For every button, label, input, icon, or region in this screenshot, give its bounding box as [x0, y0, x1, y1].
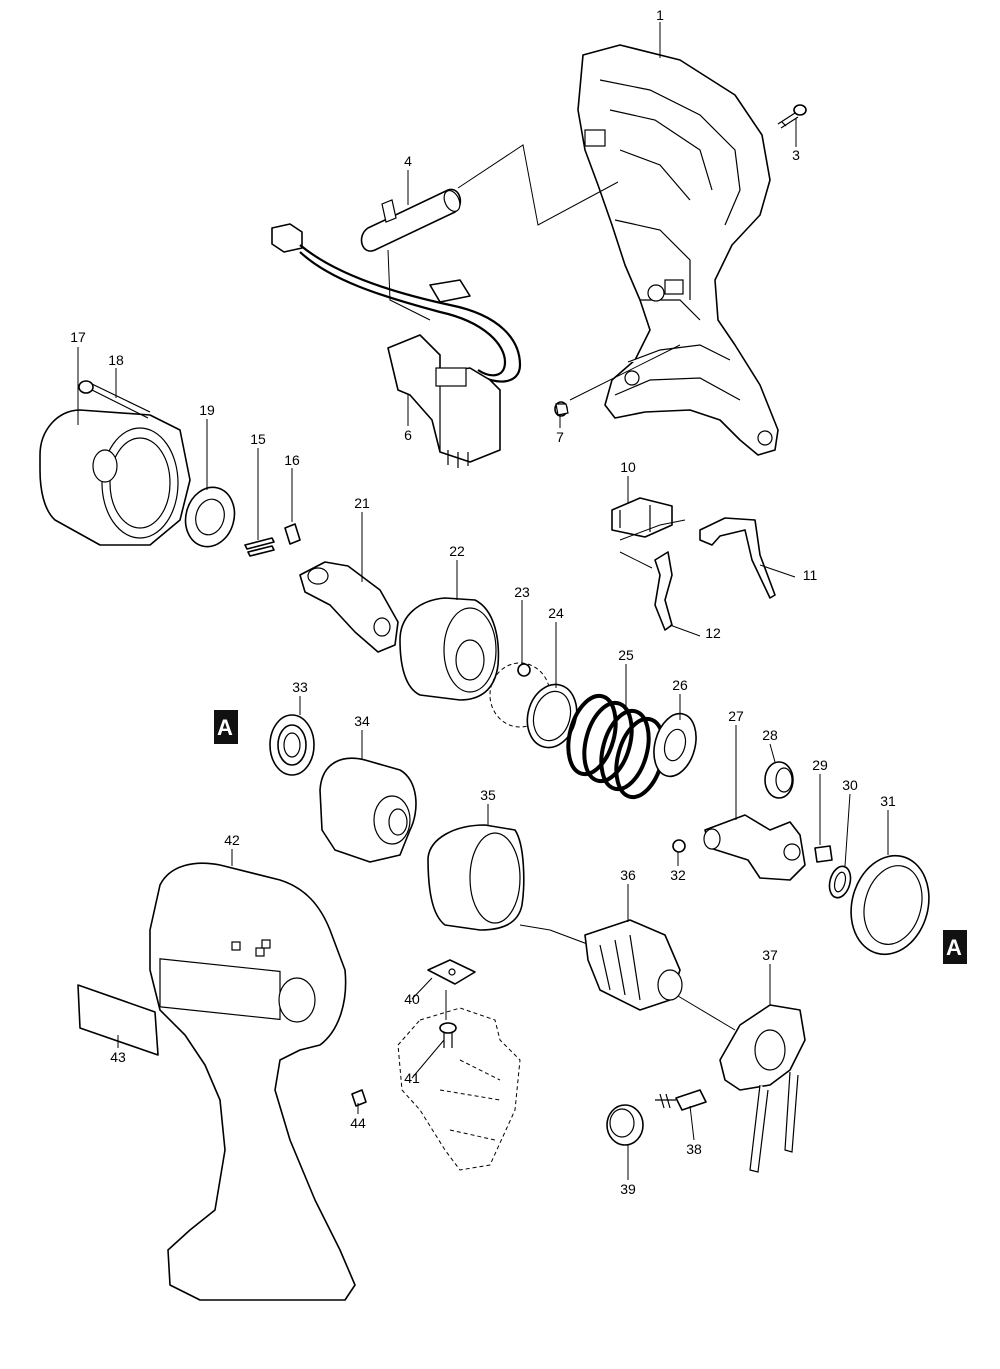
part-7-pin: [554, 401, 569, 417]
svg-text:A: A: [217, 715, 233, 740]
part-number-label: 4: [404, 153, 412, 169]
part-number-label: 26: [672, 677, 688, 693]
part-30-ring: [828, 865, 852, 899]
part-number-label: 37: [762, 947, 778, 963]
part-number-label: 42: [224, 832, 240, 848]
part-number-label: 28: [762, 727, 778, 743]
leader-line-12: [669, 624, 701, 637]
part-number-label: 17: [70, 329, 86, 345]
part-27-spindle-gear: [703, 814, 806, 881]
leader-line-28: [769, 743, 776, 763]
part-1-housing-half: [577, 44, 779, 456]
part-number-label: 15: [250, 431, 266, 447]
part-34-gear-housing: [319, 757, 417, 863]
part-21-spindle: [299, 561, 399, 653]
part-22-hammer: [399, 597, 500, 701]
part-number-label: 1: [656, 7, 664, 23]
part-16-steel-ball: [284, 523, 301, 545]
part-11-bracket: [699, 517, 776, 599]
reference-marker-left: A: [214, 710, 238, 744]
part-number-label: 41: [404, 1070, 420, 1086]
leader-line-41: [411, 1039, 445, 1079]
part-12-spring-clip: [654, 551, 673, 631]
leader-line-40: [411, 977, 433, 1000]
connector-lines: [387, 144, 736, 1031]
svg-text:A: A: [946, 935, 962, 960]
part-number-label: 39: [620, 1181, 636, 1197]
part-39-brush-cap: [606, 1104, 644, 1146]
part-number-label: 34: [354, 713, 370, 729]
part-number-label: 33: [292, 679, 308, 695]
part-6-switch: [271, 223, 522, 468]
part-3-screw: [777, 104, 807, 129]
part-19-washer: [184, 486, 236, 548]
part-36-armature: [549, 919, 683, 1011]
part-number-label: 18: [108, 352, 124, 368]
part-44-pin: [351, 1089, 367, 1107]
part-18-screw: [78, 380, 151, 419]
part-38-carbon-brush: [655, 1089, 707, 1111]
leader-line-30: [844, 793, 851, 867]
part-41-screw: [397, 1007, 521, 1171]
part-28-spur-gear: [764, 761, 794, 799]
part-32-steel-ball: [672, 839, 686, 853]
part-31-internal-gear: [850, 854, 930, 956]
part-number-label: 22: [449, 543, 465, 559]
part-17-front-housing: [39, 409, 191, 546]
part-number-label: 43: [110, 1049, 126, 1065]
part-42-motor-housing: [149, 862, 356, 1301]
part-number-label: 11: [803, 567, 818, 583]
part-40-plate: [427, 959, 476, 985]
part-33-ball-bearing: [269, 714, 315, 776]
part-number-label: 21: [354, 495, 370, 511]
part-number-label: 23: [514, 584, 530, 600]
part-35-yoke: [427, 824, 525, 931]
part-number-label: 44: [350, 1115, 366, 1131]
part-number-label: 35: [480, 787, 496, 803]
part-number-label: 24: [548, 605, 564, 621]
part-number-label: 19: [199, 402, 215, 418]
part-26-thrust-washer: [653, 712, 697, 778]
part-number-label: 10: [620, 459, 636, 475]
part-number-label: 31: [880, 793, 896, 809]
part-number-label: 25: [618, 647, 634, 663]
part-number-label: 36: [620, 867, 636, 883]
part-number-label: 27: [728, 708, 744, 724]
part-number-label: 16: [284, 452, 300, 468]
part-number-label: 40: [404, 991, 420, 1007]
part-number-label: 12: [705, 625, 721, 641]
leader-line-11: [759, 564, 796, 578]
part-number-label: 6: [404, 427, 412, 443]
part-number-label: 7: [556, 429, 564, 445]
part-number-label: 3: [792, 147, 800, 163]
leader-line-38: [689, 1105, 695, 1141]
part-37-brush-holder: [719, 1004, 806, 1173]
part-10-holder: [611, 497, 673, 538]
part-15-pin: [244, 537, 275, 557]
reference-marker-right: A: [943, 930, 967, 964]
part-43-label: [77, 984, 159, 1056]
part-number-label: 29: [812, 757, 828, 773]
part-29-pin: [814, 845, 833, 863]
part-24-flat-washer: [526, 683, 578, 749]
part-number-label: 38: [686, 1141, 702, 1157]
part-4-rod: [360, 188, 462, 252]
part-number-label: 32: [670, 867, 686, 883]
part-number-label: 30: [842, 777, 858, 793]
